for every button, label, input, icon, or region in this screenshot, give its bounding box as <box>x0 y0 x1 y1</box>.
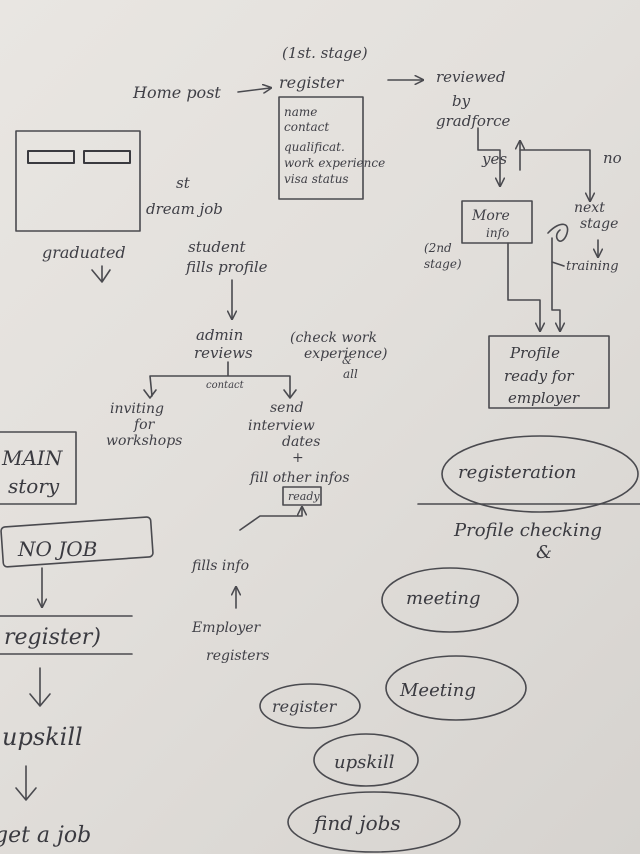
graduated-label: graduated <box>42 243 126 262</box>
arrow-fills-to-ready <box>239 508 302 531</box>
amp-all-label: & <box>342 354 352 367</box>
second-stage-label-2: stage) <box>424 257 462 271</box>
plus-label: + <box>292 450 304 466</box>
info-label: info <box>486 226 509 240</box>
meeting2-label: Meeting <box>399 680 476 701</box>
interview-label: interview <box>248 418 315 434</box>
more-info-box <box>461 200 533 244</box>
arrow-to-next-stage <box>519 149 590 200</box>
profile-checking-amp: & <box>536 542 552 563</box>
story-label: story <box>8 474 60 498</box>
stage-label: stage <box>580 216 618 232</box>
send-label: send <box>270 400 303 416</box>
registers-label: registers <box>206 648 269 664</box>
register-bubble <box>259 683 361 729</box>
meeting1-label: meeting <box>406 588 480 609</box>
main-upskill-label: upskill <box>2 723 83 751</box>
field-contact: contact <box>284 120 329 134</box>
upskill-bubble-label: upskill <box>334 752 395 773</box>
main-register-label: register) <box>4 625 101 650</box>
check-work-label: (check work <box>290 330 377 346</box>
gradforce-label: gradforce <box>436 112 510 130</box>
no-label: no <box>603 149 622 167</box>
ready-for-label: ready for <box>504 367 574 385</box>
experience-label: experience) <box>304 346 388 362</box>
employer-reg-label: Employer <box>191 620 262 636</box>
register-label: register <box>279 73 345 92</box>
arrow-upskill-to-job <box>15 765 37 801</box>
fills-info-label: fills info <box>191 558 249 574</box>
page-mockup-frame <box>15 130 141 232</box>
dream-job-label: dream job <box>146 200 223 218</box>
no-job-box <box>0 516 154 568</box>
registeration-bubble <box>441 435 639 513</box>
field-name: name <box>284 105 317 119</box>
training-tick <box>551 261 565 267</box>
contact-label: contact <box>206 380 245 391</box>
second-stage-label-1: (2nd <box>424 241 452 255</box>
mockup-bar-right <box>83 150 131 164</box>
arrow-to-yes <box>477 127 500 185</box>
profile-ready-box <box>488 335 610 409</box>
fills-profile-label: fills profile <box>185 258 268 276</box>
no-job-label: NO JOB <box>17 537 97 561</box>
fill-other-label: fill other infos <box>249 470 350 486</box>
find-jobs-label: find jobs <box>312 811 401 835</box>
reviewed-label: reviewed <box>436 68 506 86</box>
registeration-label: registeration <box>458 462 576 483</box>
st-label: st <box>176 174 191 192</box>
register-fields-box <box>278 96 364 200</box>
ready-label: ready <box>288 490 320 503</box>
profile-checking-label: Profile checking <box>453 520 602 541</box>
arrow-register-to-upskill <box>29 667 51 707</box>
profile-label: Profile <box>509 344 560 362</box>
student-label: student <box>188 238 247 256</box>
arrow-next-to-profile <box>551 237 560 330</box>
reviews-label: reviews <box>194 344 253 362</box>
admin-branch <box>149 361 291 397</box>
find-jobs-bubble <box>287 791 461 853</box>
employer-label: employer <box>508 389 580 407</box>
field-work-experience: work experience <box>284 156 385 170</box>
field-visa-status: visa status <box>284 172 349 186</box>
meeting-bubble-2 <box>385 655 527 721</box>
arrow-more-to-profile <box>507 242 540 330</box>
training-label: training <box>566 259 619 274</box>
branch-arrow-right <box>283 389 297 399</box>
main-story-box <box>0 431 77 505</box>
more-label: More <box>471 208 510 224</box>
next-label: next <box>574 200 605 216</box>
get-job-label: get a job <box>0 823 91 848</box>
stage1-label: (1st. stage) <box>282 44 368 62</box>
dates-label: dates <box>282 434 320 450</box>
home-post-label: Home post <box>132 83 221 102</box>
by-label: by <box>452 92 471 110</box>
yes-label: yes <box>481 150 507 168</box>
all-label: all <box>343 367 358 381</box>
register-lines <box>0 615 133 655</box>
inviting-label: inviting <box>110 401 164 417</box>
arrow-home-to-register <box>237 88 270 92</box>
field-qualification: qualificat. <box>284 140 345 154</box>
meeting-bubble-1 <box>381 567 519 633</box>
mockup-bar-left <box>27 150 75 164</box>
branch-arrow-left <box>143 389 157 399</box>
ready-box <box>282 486 322 506</box>
main-label: MAIN <box>1 446 64 470</box>
upskill-bubble <box>313 733 419 787</box>
register-bubble-label: register <box>272 697 338 716</box>
admin-label: admin <box>196 326 243 344</box>
for-label: for <box>133 417 156 433</box>
loop-squiggle <box>547 223 569 242</box>
graduated-arrow <box>91 265 111 283</box>
workshops-label: workshops <box>106 433 182 449</box>
